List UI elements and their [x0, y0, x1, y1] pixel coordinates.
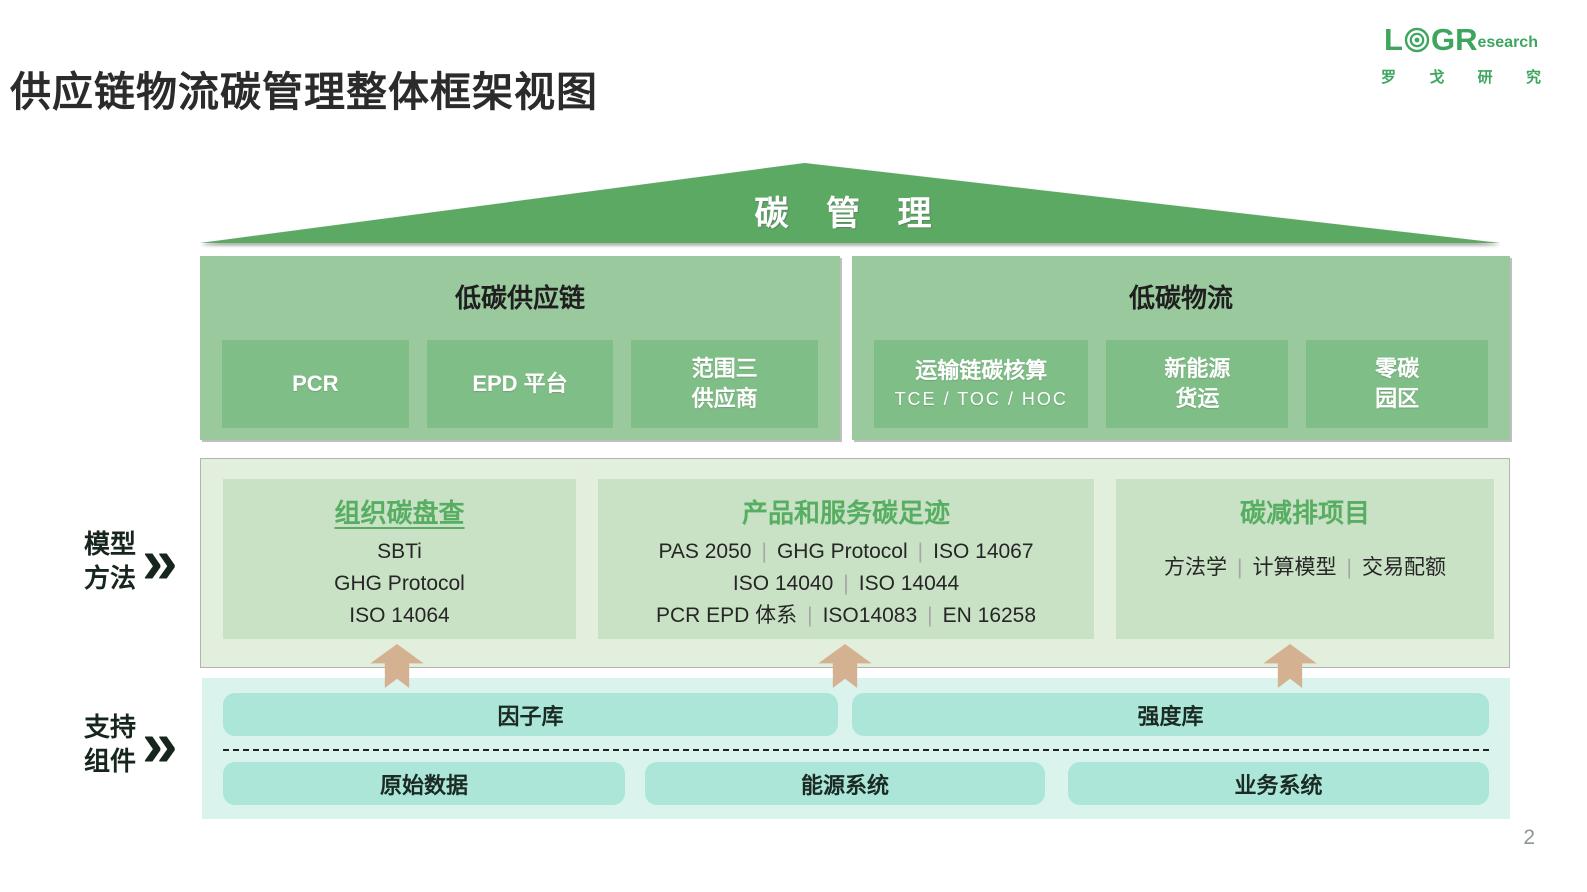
pillar-item-label: 货运 — [1175, 386, 1220, 411]
standard-item: ISO14083 — [822, 604, 918, 627]
separator: | — [807, 604, 813, 627]
side-label-text: 模型 方法 — [84, 527, 136, 595]
pillar-title: 低碳物流 — [1128, 283, 1233, 313]
pillar-item-label: 园区 — [1375, 386, 1420, 411]
standard-item: SBTi — [377, 540, 422, 563]
standards-row: PAS 2050 | GHG Protocol | ISO 14067 — [598, 536, 1094, 568]
separator: | — [927, 604, 933, 627]
pillar-item-label: 供应商 — [691, 386, 758, 411]
pillar-items: 运输链碳核算 TCE / TOC / HOC 新能源 货运 零碳 园区 — [852, 340, 1510, 428]
logo-wordmark: L G R esearch — [1375, 22, 1547, 58]
logo-cn-char: 研 — [1477, 69, 1493, 86]
standards-row: 方法学 | 计算模型 | 交易配额 — [1116, 552, 1494, 584]
page-title: 供应链物流碳管理整体框架视图 — [10, 69, 598, 115]
side-label-line: 方法 — [84, 563, 137, 593]
pillar-low-carbon-supply-chain: 低碳供应链 PCR EPD 平台 范围三 供应商 — [200, 256, 840, 440]
logo-research-text: esearch — [1477, 34, 1538, 51]
pill-label: 业务系统 — [1234, 772, 1323, 798]
side-label-line: 组件 — [84, 746, 137, 776]
box-product-service-carbon-footprint: 产品和服务碳足迹 PAS 2050 | GHG Protocol | ISO 14067… — [598, 479, 1094, 639]
pillar-item-label: PCR — [292, 371, 339, 396]
standard-item: 方法学 — [1164, 556, 1228, 579]
box-organization-carbon-inventory: 组织碳盘查 SBTi GHG Protocol ISO 14064 — [223, 479, 576, 639]
standard-item: EN 16258 — [942, 604, 1037, 627]
standard-item: ISO 14064 — [349, 604, 450, 627]
logo-cn-char: 罗 — [1381, 69, 1397, 86]
double-chevron-icon: » — [142, 525, 178, 597]
logo-target-icon — [1404, 27, 1430, 53]
side-label-support-components: 支持 组件 » — [84, 708, 178, 780]
pill-energy-system: 能源系统 — [645, 762, 1045, 805]
pill-factor-library: 因子库 — [223, 693, 838, 736]
dashed-divider — [223, 749, 1489, 751]
double-chevron-icon: » — [142, 708, 178, 780]
logo-letter-r: R — [1455, 22, 1478, 57]
box-carbon-reduction-projects: 碳减排项目 方法学 | 计算模型 | 交易配额 — [1116, 479, 1494, 639]
pillar-item-transport-carbon-accounting: 运输链碳核算 TCE / TOC / HOC — [874, 340, 1089, 428]
pillar-item-scope3-suppliers: 范围三 供应商 — [631, 340, 819, 428]
box-title: 产品和服务碳足迹 — [741, 498, 950, 528]
separator: | — [1346, 556, 1352, 579]
standard-item: ISO 14040 — [732, 572, 834, 595]
box-body: SBTi GHG Protocol ISO 14064 — [223, 536, 576, 632]
logo-cn-char: 戈 — [1429, 69, 1445, 86]
pillar-item-new-energy-freight: 新能源 货运 — [1106, 340, 1289, 428]
side-label-line: 支持 — [84, 712, 137, 742]
pill-label: 因子库 — [497, 703, 564, 729]
pillar-item-label: 范围三 — [691, 356, 758, 381]
standard-item: GHG Protocol — [776, 540, 908, 563]
separator: | — [917, 540, 924, 563]
logo-chinese-name: 罗 戈 研 究 — [1375, 66, 1547, 87]
logo-letter-g: G — [1430, 22, 1456, 57]
standard-item: 交易配额 — [1361, 556, 1446, 579]
standards-row: PCR EPD 体系 | ISO14083 | EN 16258 — [598, 600, 1094, 632]
separator: | — [761, 540, 767, 563]
box-body: PAS 2050 | GHG Protocol | ISO 14067 ISO 1404… — [598, 536, 1094, 632]
pill-label: 能源系统 — [800, 772, 889, 798]
pillar-item-label: 零碳 — [1375, 356, 1420, 381]
pillar-items: PCR EPD 平台 范围三 供应商 — [200, 340, 840, 428]
model-methods-panel: 组织碳盘查 SBTi GHG Protocol ISO 14064 产品和服务碳… — [200, 458, 1510, 668]
standard-item: ISO 14044 — [858, 572, 960, 595]
pill-raw-data: 原始数据 — [223, 762, 625, 805]
standards-row: ISO 14040 | ISO 14044 — [598, 568, 1094, 600]
support-components-panel: 因子库 强度库 原始数据 能源系统 业务系统 — [202, 678, 1510, 819]
separator: | — [1237, 556, 1243, 579]
side-label-text: 支持 组件 — [84, 710, 136, 778]
roof-triangle: 碳 管 理 — [200, 163, 1500, 243]
pillar-item-label: 运输链碳核算 — [915, 358, 1048, 383]
standard-item: GHG Protocol — [334, 572, 465, 595]
logo-cn-char: 究 — [1525, 69, 1541, 86]
standard-item: PAS 2050 — [658, 540, 752, 563]
box-title: 碳减排项目 — [1239, 498, 1370, 528]
side-label-model-methods: 模型 方法 » — [84, 525, 178, 597]
pill-business-system: 业务系统 — [1068, 762, 1489, 805]
pillar-item-label: EPD 平台 — [472, 371, 568, 396]
standard-item: PCR EPD 体系 — [655, 604, 798, 627]
box-title: 组织碳盘查 — [334, 498, 465, 528]
page-number: 2 — [1523, 826, 1535, 849]
pillar-item-sublabel: TCE / TOC / HOC — [894, 389, 1068, 409]
roof-label: 碳 管 理 — [754, 195, 946, 233]
pillar-item-pcr: PCR — [222, 340, 409, 428]
standard-item: 计算模型 — [1252, 556, 1337, 579]
separator: | — [843, 572, 849, 595]
pill-intensity-library: 强度库 — [852, 693, 1489, 736]
pillar-item-label: 新能源 — [1164, 356, 1231, 381]
logo-letter-l: L — [1384, 22, 1403, 57]
logo: L G R esearch 罗 戈 研 究 — [1375, 22, 1547, 87]
pillar-item-zero-carbon-park: 零碳 园区 — [1306, 340, 1489, 428]
pillar-low-carbon-logistics: 低碳物流 运输链碳核算 TCE / TOC / HOC 新能源 货运 零碳 园区 — [852, 256, 1510, 440]
pillar-item-epd-platform: EPD 平台 — [426, 340, 614, 428]
pill-label: 强度库 — [1137, 703, 1204, 729]
box-body: 方法学 | 计算模型 | 交易配额 — [1116, 552, 1494, 584]
pill-label: 原始数据 — [379, 772, 468, 798]
pillar-title: 低碳供应链 — [454, 283, 585, 313]
standard-item: ISO 14067 — [933, 540, 1034, 563]
side-label-line: 模型 — [84, 529, 137, 559]
